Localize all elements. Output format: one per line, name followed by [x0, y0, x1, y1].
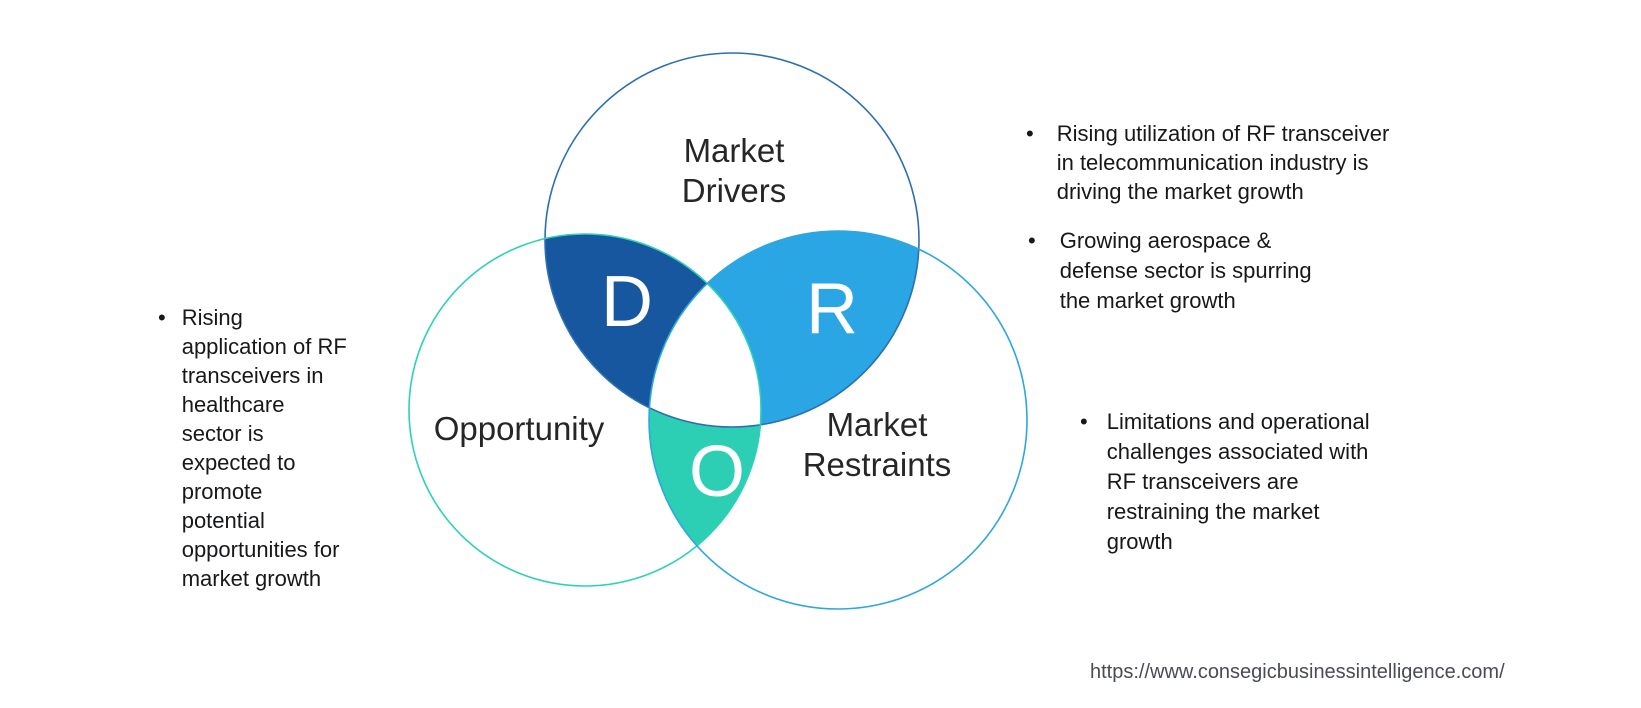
restraints-circle-outline [648, 230, 1028, 610]
drivers-circle-label: Market Drivers [681, 132, 787, 209]
restraint-note-1: • Limitations and operational challenges… [1080, 407, 1370, 557]
opportunity-note-text: Rising application of RF transceivers in… [181, 305, 347, 591]
restraint-note-1-text: Limitations and operational challenges a… [1106, 409, 1370, 554]
driver-note-1: • Rising utilization of RF transceiver i… [1026, 119, 1389, 206]
restraints-circle-label: Market Restraints [802, 406, 952, 483]
lens-letter-o: O [689, 432, 745, 512]
driver-note-2-text: Growing aerospace & defense sector is sp… [1059, 228, 1312, 313]
lens-letter-r: R [806, 269, 858, 349]
bullet-icon: • [1080, 409, 1088, 434]
opportunity-circle-outline [408, 233, 762, 587]
source-url: https://www.consegicbusinessintelligence… [1090, 661, 1505, 683]
bullet-icon: • [1028, 228, 1036, 253]
bullet-icon: • [158, 305, 166, 330]
opportunity-circle-label: Opportunity [433, 410, 605, 447]
bullet-icon: • [1026, 121, 1034, 146]
lens-letter-d: D [601, 262, 653, 342]
driver-note-1-text: Rising utilization of RF transceiver in … [1056, 121, 1390, 204]
driver-note-2: • Growing aerospace & defense sector is … [1028, 226, 1312, 316]
drivers-circle-outline [544, 52, 920, 428]
opportunity-note: • Rising application of RF transceivers … [158, 303, 347, 593]
